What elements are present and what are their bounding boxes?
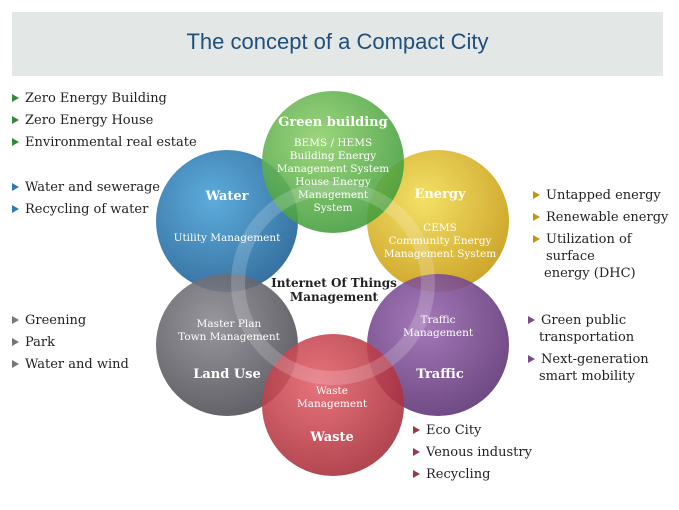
green-building-circle [262,91,404,233]
list-item: Eco City [413,422,532,439]
title-bar: The concept of a Compact City [12,12,663,76]
energy-label: Energy [414,187,466,202]
list-item: Utilization of surface [533,231,679,265]
list-item: Zero Energy House [12,112,197,129]
green-desc-3: Management System [277,163,389,175]
list-item: Untapped energy [533,187,679,204]
energy-desc-2: Community Energy [389,235,492,247]
green-desc-6: System [314,202,353,214]
energy-list: Untapped energy Renewable energy Utiliza… [533,187,679,287]
landuse-desc-2: Town Management [178,331,280,343]
energy-desc-1: CEMS [423,222,457,234]
traffic-desc-2: Management [403,327,474,339]
list-item: Venous industry [413,444,532,461]
water-desc: Utility Management [174,232,282,244]
green-desc-1: BEMS / HEMS [294,137,372,149]
list-item: Zero Energy Building [12,90,197,107]
list-item: Next-generation [528,351,649,368]
waste-desc-2: Management [297,398,368,410]
bullet-triangle-icon [12,138,19,146]
bullet-triangle-icon [12,116,19,124]
water-list: Water and sewerage Recycling of water [12,179,160,223]
bullet-triangle-icon [12,338,19,346]
landuse-label: Land Use [193,367,261,382]
traffic-circle [367,274,509,416]
list-item: Water and sewerage [12,179,160,196]
list-item: Environmental real estate [12,134,197,151]
water-circle [156,150,298,292]
list-item-continued: energy (DHC) [544,266,636,281]
list-item: Recycling of water [12,201,160,218]
waste-circle [262,334,404,476]
traffic-desc-1: Traffic [421,314,456,326]
waste-label: Waste [309,430,354,445]
green-building-label: Green building [278,115,387,130]
bullet-triangle-icon [12,316,19,324]
green-desc-2: Building Energy [290,150,376,162]
bullet-triangle-icon [528,355,535,363]
green-building-list: Zero Energy Building Zero Energy House E… [12,90,197,156]
energy-desc-3: Management System [384,248,496,260]
bullet-triangle-icon [413,426,420,434]
list-item: Water and wind [12,356,129,373]
bullet-triangle-icon [12,94,19,102]
waste-list: Eco City Venous industry Recycling [413,422,532,488]
diagram-title: The concept of a Compact City [186,29,489,54]
green-desc-5: Management [298,189,369,201]
center-ring [231,181,435,385]
bullet-triangle-icon [533,235,540,243]
list-item: Green public [528,312,649,329]
list-item-continued: transportation [539,330,635,345]
list-item: Park [12,334,129,351]
bullet-triangle-icon [413,448,420,456]
center-label-2: Management [290,290,379,304]
bullet-triangle-icon [12,183,19,191]
bullet-triangle-icon [533,213,540,221]
traffic-label: Traffic [416,367,464,382]
landuse-desc-1: Master Plan [197,318,262,330]
center-label-1: Internet Of Things [271,276,397,290]
list-item: Recycling [413,466,532,483]
list-item-continued: smart mobility [539,369,635,384]
energy-circle [367,150,509,292]
land-use-list: Greening Park Water and wind [12,312,129,378]
landuse-circle [156,274,298,416]
green-desc-4: House Energy [295,176,371,188]
bullet-triangle-icon [12,205,19,213]
bullet-triangle-icon [12,360,19,368]
traffic-list: Green public transportation Next-generat… [528,312,649,390]
list-item: Renewable energy [533,209,679,226]
list-item: Greening [12,312,129,329]
water-label: Water [204,189,248,204]
bullet-triangle-icon [528,316,535,324]
waste-desc-1: Waste [316,385,348,397]
bullet-triangle-icon [533,191,540,199]
bullet-triangle-icon [413,470,420,478]
